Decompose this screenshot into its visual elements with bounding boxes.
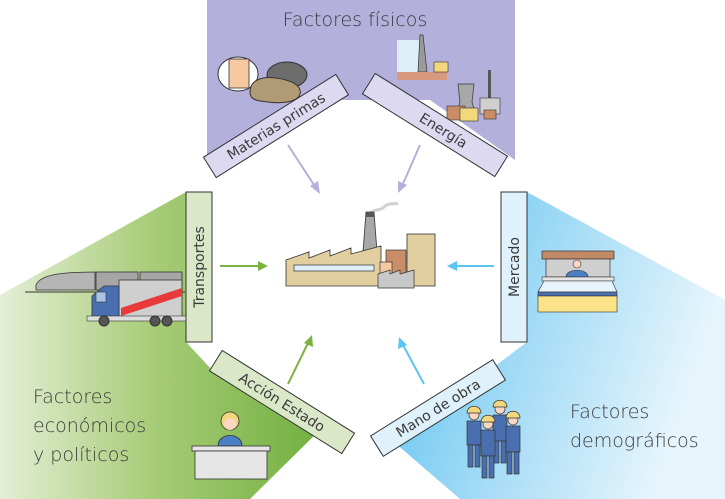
demographic-factors-title: Factores: [570, 401, 649, 423]
arrow-labor: [402, 344, 425, 385]
economic-factors-title-line2: económicos: [33, 415, 146, 437]
economic-panel-bg: [0, 192, 330, 499]
arrow-energy: [401, 144, 421, 187]
arrowhead-transport: [258, 261, 268, 271]
factor-market: Mercado: [500, 191, 528, 343]
arrowhead-state-action: [304, 335, 313, 347]
arrow-raw-materials: [287, 144, 317, 189]
factor-transport-label: Transportes: [192, 226, 208, 309]
factor-transport: Transportes: [185, 191, 213, 343]
arrowhead-market: [447, 261, 457, 271]
market-stall-icon: [537, 250, 618, 313]
demographic-factors-title-line2: demográficos: [570, 430, 699, 452]
group-economic-political-factors: Factores económicos y políticos Transpor…: [0, 191, 356, 499]
economic-factors-title: Factores: [33, 386, 112, 408]
official-at-desk-icon: [191, 411, 271, 480]
arrowhead-energy: [398, 181, 407, 193]
arrow-state-action: [287, 342, 309, 385]
demographic-panel-bg: [380, 192, 725, 499]
arrowhead-raw-materials: [310, 181, 320, 194]
raw-materials-icon: [217, 56, 308, 104]
factory-icon: [285, 201, 436, 289]
group-physical-factors: Factores físicos Materias primas: [202, 0, 515, 194]
power-plant-icon: [397, 34, 501, 122]
arrowhead-labor: [398, 337, 407, 349]
factor-market-label: Mercado: [507, 237, 523, 297]
truck-train-icon: [25, 271, 188, 327]
economic-factors-title-line3: y políticos: [33, 444, 129, 466]
workers-icon: [466, 399, 521, 479]
physical-factors-title: Factores físicos: [283, 9, 428, 31]
